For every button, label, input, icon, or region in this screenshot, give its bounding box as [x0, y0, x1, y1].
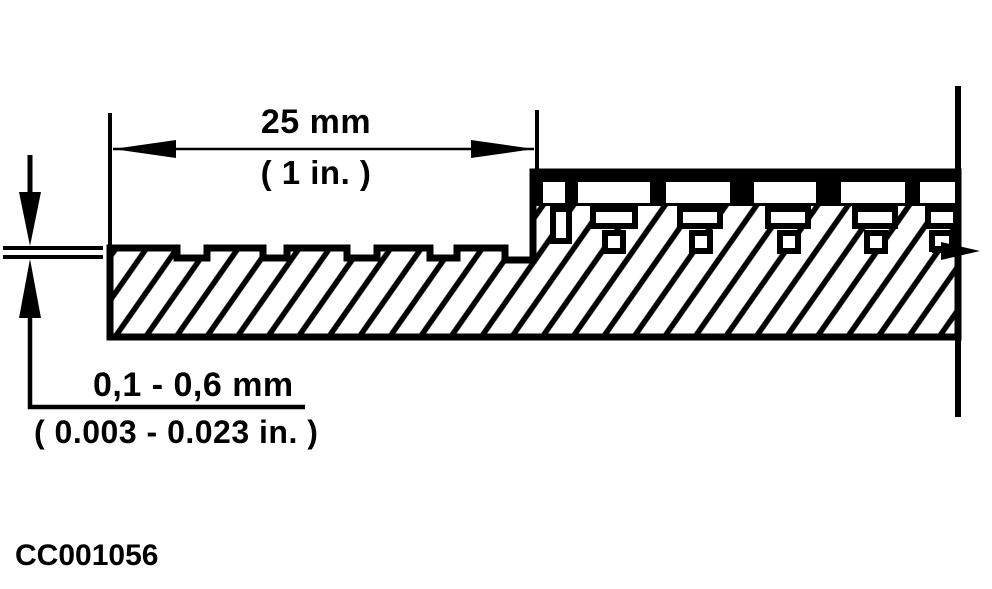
arrowhead-up-icon: [19, 259, 41, 318]
rough-surface-grooves: [533, 169, 959, 254]
groove-step: [765, 206, 811, 229]
width-dimension-label-imperial: ( 1 in. ): [260, 154, 372, 191]
groove-slot: [920, 182, 956, 203]
arrowhead-right-surface-icon: [941, 242, 980, 260]
groove-step: [925, 206, 959, 229]
groove-step: [852, 206, 898, 229]
groove-slot: [543, 182, 565, 203]
groove-root: [864, 230, 888, 254]
depth-dimension: [3, 155, 305, 410]
groove-step: [677, 206, 723, 229]
depth-leader-line: [27, 314, 305, 410]
figure-code: CC001056: [15, 539, 159, 572]
surface-level-indicator: [932, 86, 980, 417]
width-dimension-label-metric: 25 mm: [260, 103, 372, 141]
width-dimension: [108, 110, 539, 245]
groove-slot: [754, 182, 816, 203]
groove-step: [550, 206, 572, 244]
arrowhead-down-icon: [19, 192, 41, 246]
groove-root: [602, 230, 626, 254]
groove-root: [689, 230, 713, 254]
groove-slot: [841, 182, 905, 203]
arrowhead-right-icon: [471, 140, 534, 158]
groove-slot: [666, 182, 730, 203]
depth-dimension-label-metric: 0,1 - 0,6 mm: [93, 366, 294, 404]
groove-root: [777, 230, 801, 254]
arrowhead-left-icon: [113, 140, 176, 158]
groove-slot: [578, 182, 650, 203]
groove-step: [590, 206, 638, 229]
depth-dimension-label-imperial: ( 0.003 - 0.023 in. ): [34, 414, 319, 450]
